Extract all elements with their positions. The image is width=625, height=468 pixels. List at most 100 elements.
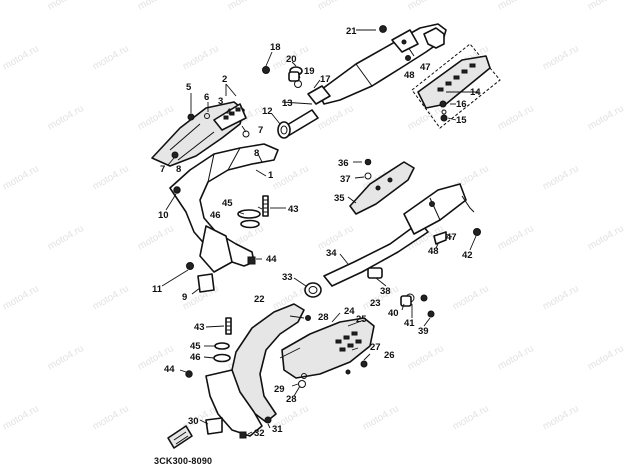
- middle-muffler-assembly: [304, 158, 481, 318]
- watermark-text: moto4.ru: [496, 343, 536, 372]
- watermark-text: moto4.ru: [586, 343, 625, 372]
- callout-30: 30: [188, 416, 199, 427]
- watermark-text: moto4.ru: [1, 283, 41, 312]
- watermark-text: moto4.ru: [136, 223, 176, 252]
- callout-39: 39: [418, 326, 429, 337]
- callout-13: 13: [282, 98, 293, 109]
- callout-15: 15: [456, 115, 467, 126]
- callout-7: 7: [258, 125, 263, 136]
- watermark-text: moto4.ru: [46, 343, 86, 372]
- callout-31: 31: [272, 424, 283, 435]
- callout-11: 11: [152, 284, 163, 295]
- callout-1: 1: [268, 170, 274, 181]
- callout-45-lower: 45: [190, 341, 201, 352]
- watermark-text: moto4.ru: [136, 0, 176, 13]
- callout-45: 45: [222, 198, 233, 209]
- callout-7-lower: 7: [160, 164, 165, 175]
- callout-19: 19: [304, 66, 315, 77]
- callout-43-lower: 43: [194, 322, 205, 333]
- callout-43: 43: [288, 204, 299, 215]
- watermark-text: moto4.ru: [91, 163, 131, 192]
- callout-20: 20: [286, 54, 297, 65]
- callout-48-mid: 48: [428, 246, 439, 257]
- callout-14: 14: [470, 87, 481, 98]
- callout-44: 44: [266, 254, 277, 265]
- watermark-text: moto4.ru: [586, 0, 625, 13]
- watermark-text: moto4.ru: [136, 103, 176, 132]
- callout-48-upper: 48: [404, 70, 415, 81]
- callout-24: 24: [344, 306, 355, 317]
- callout-4: 4: [226, 107, 232, 118]
- watermark-text: moto4.ru: [586, 103, 625, 132]
- callout-34: 34: [326, 248, 337, 259]
- callout-3: 3: [218, 96, 223, 107]
- watermark-text: moto4.ru: [586, 223, 625, 252]
- watermark-text: moto4.ru: [316, 0, 356, 13]
- callout-35: 35: [334, 193, 345, 204]
- watermark-text: moto4.ru: [361, 403, 401, 432]
- callout-32: 32: [254, 428, 265, 439]
- callout-28: 28: [318, 312, 329, 323]
- callout-44-lower: 44: [164, 364, 175, 375]
- callout-12: 12: [262, 106, 273, 117]
- watermark-text: moto4.ru: [46, 103, 86, 132]
- callout-27: 27: [370, 342, 381, 353]
- callout-16: 16: [456, 99, 467, 110]
- callout-37: 37: [340, 174, 351, 185]
- callout-33: 33: [282, 272, 293, 283]
- callout-labels: 21 18 20 19 17 13 12 47 48 14 16 15 2 5 …: [152, 26, 481, 466]
- callout-8: 8: [254, 148, 259, 159]
- callout-47-upper: 47: [420, 62, 431, 73]
- callout-40: 40: [388, 308, 399, 319]
- callout-25: 25: [356, 314, 367, 325]
- watermark-text: moto4.ru: [1, 43, 41, 72]
- watermark-text: moto4.ru: [496, 223, 536, 252]
- callout-6: 6: [204, 92, 209, 103]
- callout-42: 42: [462, 250, 473, 261]
- watermark-text: moto4.ru: [46, 223, 86, 252]
- watermark-text: moto4.ru: [451, 403, 491, 432]
- diagram-code: 3CK300-8090: [154, 456, 212, 466]
- watermark-text: moto4.ru: [451, 283, 491, 312]
- leader-lines: [161, 29, 478, 435]
- callout-17: 17: [320, 74, 331, 85]
- watermark-text: moto4.ru: [226, 0, 266, 13]
- watermark-text: moto4.ru: [406, 343, 446, 372]
- left-header-assembly: [151, 101, 279, 293]
- callout-46-lower: 46: [190, 352, 201, 363]
- watermark-text: moto4.ru: [541, 403, 581, 432]
- watermark-text: moto4.ru: [91, 403, 131, 432]
- watermark-text: moto4.ru: [271, 163, 311, 192]
- watermark-text: moto4.ru: [181, 43, 221, 72]
- watermark-text: moto4.ru: [406, 0, 446, 13]
- watermark-text: moto4.ru: [91, 43, 131, 72]
- callout-36: 36: [338, 158, 349, 169]
- watermark-text: moto4.ru: [541, 43, 581, 72]
- watermark-text: moto4.ru: [46, 0, 86, 13]
- callout-21: 21: [346, 26, 357, 37]
- callout-46: 46: [210, 210, 221, 221]
- watermark-text: moto4.ru: [1, 163, 41, 192]
- watermark-text: moto4.ru: [91, 283, 131, 312]
- callout-9: 9: [182, 292, 187, 303]
- callout-23: 23: [370, 298, 381, 309]
- callout-29: 29: [274, 384, 285, 395]
- callout-28-lower: 28: [286, 394, 297, 405]
- callout-18: 18: [270, 42, 281, 53]
- watermark-text: moto4.ru: [496, 0, 536, 13]
- callout-5: 5: [186, 82, 192, 93]
- callout-41: 41: [404, 318, 415, 329]
- watermark-text: moto4.ru: [541, 163, 581, 192]
- callout-47-mid: 47: [446, 232, 457, 243]
- upper-muffler-assembly: [262, 23, 501, 139]
- watermark-text: moto4.ru: [316, 103, 356, 132]
- callout-22: 22: [254, 294, 265, 305]
- callout-8-lower: 8: [176, 164, 181, 175]
- callout-10: 10: [158, 210, 169, 221]
- callout-26: 26: [384, 350, 395, 361]
- watermark-text: moto4.ru: [541, 283, 581, 312]
- callout-2: 2: [222, 74, 227, 85]
- lower-header-assembly: [167, 303, 375, 449]
- callout-38: 38: [380, 286, 391, 297]
